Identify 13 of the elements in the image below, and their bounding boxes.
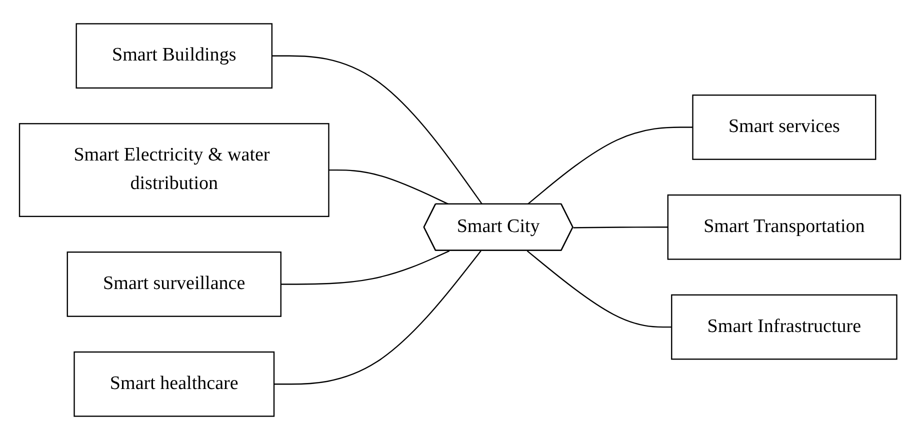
connector bbox=[272, 55, 483, 205]
node-box: Smart Transportation bbox=[667, 194, 902, 260]
connector bbox=[274, 250, 482, 385]
node-box: Smart Electricity & water distribution bbox=[18, 123, 330, 218]
connector bbox=[280, 250, 450, 285]
connector bbox=[573, 226, 668, 228]
node-box: Smart surveillance bbox=[66, 252, 282, 317]
connector bbox=[526, 250, 672, 328]
node-box: Smart services bbox=[692, 94, 876, 160]
node-box: Smart Buildings bbox=[76, 23, 273, 89]
node-box: Smart Infrastructure bbox=[671, 294, 898, 360]
node-box: Smart healthcare bbox=[74, 351, 275, 417]
connector bbox=[526, 126, 693, 205]
